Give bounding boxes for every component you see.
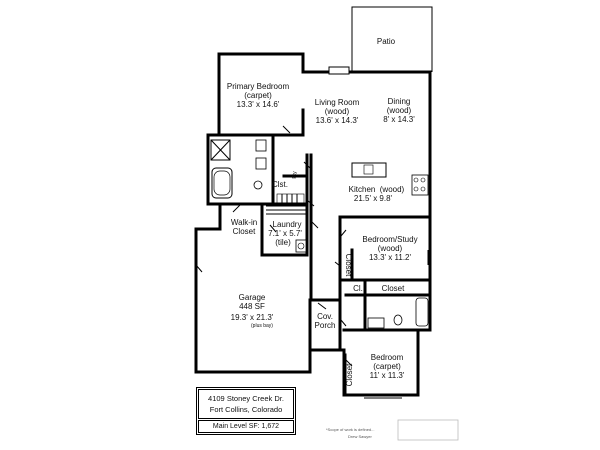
living-room-label: Living Room	[315, 98, 360, 107]
watermark-logo	[397, 419, 459, 441]
patio-area: Patio	[351, 6, 433, 72]
kitchen-floor: (wood)	[380, 185, 405, 194]
garage-sf: 448 SF	[239, 302, 265, 311]
bedroom-closet-label: Closet	[345, 363, 354, 386]
address-info-box: 4109 Stoney Creek Dr. Fort Collins, Colo…	[196, 387, 296, 435]
dining-label: Dining	[388, 97, 411, 106]
bedroom-size: 11' x 11.3'	[370, 371, 405, 380]
garage-size: 19.3' x 21.3'	[231, 313, 274, 322]
closet-vertical-label: Closet	[344, 254, 353, 277]
walk-in-closet-label: Walk-in	[231, 218, 257, 227]
bedroom-floor: (carpet)	[373, 362, 401, 371]
walk-in-closet-label-2: Closet	[233, 227, 256, 236]
address-line-2: Fort Collins, Colorado	[209, 405, 283, 414]
garage-label: Garage	[239, 293, 266, 302]
bedroom-study-label: Bedroom/Study	[362, 235, 417, 244]
small-closet-label: Clst.	[272, 180, 288, 189]
pantry-label: Pty	[292, 171, 298, 179]
address-line-1: 4109 Stoney Creek Dr.	[208, 394, 284, 403]
laundry-floor: (tile)	[275, 238, 291, 247]
window-marks	[328, 66, 429, 399]
laundry-label: Laundry	[273, 220, 302, 229]
bedroom-study-size: 13.3' x 11.2'	[369, 253, 412, 262]
bedroom-label: Bedroom	[371, 353, 404, 362]
primary-bedroom-size: 13.3' x 14.6'	[237, 100, 280, 109]
kitchen-size: 21.5' x 9.8'	[354, 194, 393, 203]
exterior-walls	[194, 52, 432, 397]
dining-floor: (wood)	[387, 106, 412, 115]
main-level-sf: Main Level SF: 1,672	[198, 420, 294, 433]
living-room-size: 13.6' x 14.3'	[316, 116, 359, 125]
kitchen-fixtures	[351, 162, 429, 196]
disclaimer-line-2: Drew Sawyer	[348, 434, 372, 439]
cl-label: Cl.	[353, 284, 363, 293]
primary-bedroom-label: Primary Bedroom	[227, 82, 290, 91]
cov-porch-label: Cov.	[317, 312, 333, 321]
garage-bay: (plus bay)	[251, 323, 273, 329]
room-labels: Primary Bedroom (carpet) 13.3' x 14.6' L…	[227, 82, 418, 386]
disclaimer: *Scope of work is defined... Drew Sawyer	[326, 419, 459, 441]
patio-label: Patio	[377, 37, 396, 46]
cov-porch-label-2: Porch	[315, 321, 336, 330]
closet-horizontal-label: Closet	[382, 284, 405, 293]
stairs	[266, 193, 306, 215]
laundry-size: 7.1' x 5.7'	[268, 229, 302, 238]
bedroom-study-floor: (wood)	[378, 244, 403, 253]
kitchen-label: Kitchen	[349, 185, 376, 194]
living-room-floor: (wood)	[325, 107, 350, 116]
door-swings	[195, 125, 353, 367]
primary-bedroom-floor: (carpet)	[244, 91, 272, 100]
dining-size: 8' x 14.3'	[383, 115, 415, 124]
address-block: 4109 Stoney Creek Dr. Fort Collins, Colo…	[198, 389, 294, 419]
bath-fixtures	[210, 139, 429, 329]
disclaimer-line-1: *Scope of work is defined...	[326, 427, 374, 432]
